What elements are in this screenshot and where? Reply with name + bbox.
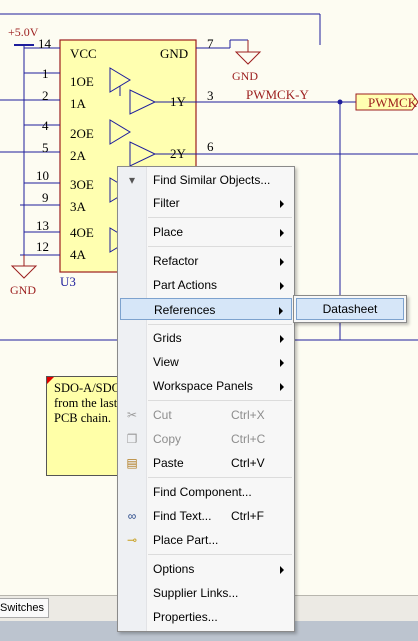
- menu-item-find-component[interactable]: Find Component...: [120, 481, 292, 503]
- menu-item-shortcut: Ctrl+V: [231, 456, 265, 470]
- note-line: PCB chain.: [54, 411, 111, 425]
- menu-item-label: Place: [153, 225, 184, 239]
- menu-separator: [148, 324, 292, 325]
- submenu-arrow-icon: [280, 335, 284, 343]
- submenu-arrow-icon: [280, 359, 284, 367]
- filter-icon: ▾: [128, 173, 136, 187]
- copy-icon: ❐: [126, 432, 138, 446]
- menu-item-label: Find Component...: [153, 485, 252, 499]
- menu-separator: [148, 554, 292, 555]
- menu-separator: [148, 246, 292, 247]
- submenu-arrow-icon: [280, 566, 284, 574]
- context-menu: ▾ Find Similar Objects... Filter Place R…: [117, 166, 295, 632]
- submenu-arrow-icon: [280, 282, 284, 290]
- menu-item-label: Find Text...: [153, 509, 212, 523]
- menu-separator: [148, 217, 292, 218]
- binoculars-icon: ∞: [127, 509, 137, 523]
- menu-item-label: Grids: [153, 331, 182, 345]
- menu-item-cut[interactable]: ✂ Cut Ctrl+X: [120, 404, 292, 426]
- tab-switches[interactable]: Switches: [0, 598, 50, 618]
- menu-item-label: Properties...: [153, 610, 218, 624]
- submenu-arrow-icon: [280, 200, 284, 208]
- submenu-arrow-icon: [279, 307, 283, 315]
- menu-item-label: References: [154, 303, 216, 317]
- menu-item-refactor[interactable]: Refactor: [120, 250, 292, 272]
- menu-item-label: Part Actions: [153, 278, 218, 292]
- references-submenu: Datasheet: [293, 295, 407, 323]
- menu-item-label: Workspace Panels: [153, 379, 253, 393]
- menu-item-shortcut: Ctrl+C: [231, 432, 266, 446]
- menu-item-find-similar-objects[interactable]: ▾ Find Similar Objects...: [120, 169, 292, 191]
- menu-item-label: Cut: [153, 408, 172, 422]
- menu-item-shortcut: Ctrl+X: [231, 408, 265, 422]
- menu-item-shortcut: Ctrl+F: [231, 509, 264, 523]
- menu-item-part-actions[interactable]: Part Actions: [120, 274, 292, 296]
- menu-item-copy[interactable]: ❐ Copy Ctrl+C: [120, 428, 292, 450]
- menu-separator: [148, 400, 292, 401]
- paste-icon: ▤: [126, 456, 138, 470]
- menu-item-view[interactable]: View: [120, 351, 292, 373]
- note-line: SDO-A/SDO: [54, 381, 121, 395]
- menu-separator: [148, 477, 292, 478]
- menu-item-filter[interactable]: Filter: [120, 192, 292, 214]
- menu-item-label: View: [153, 355, 179, 369]
- place-part-icon: ⊸: [126, 533, 138, 547]
- submenu-item-datasheet[interactable]: Datasheet: [296, 298, 404, 320]
- menu-item-workspace-panels[interactable]: Workspace Panels: [120, 375, 292, 397]
- menu-item-place[interactable]: Place: [120, 221, 292, 243]
- menu-item-label: Options: [153, 562, 195, 576]
- menu-item-properties[interactable]: Properties...: [120, 606, 292, 628]
- scissors-icon: ✂: [126, 408, 138, 422]
- menu-icon-gutter: [118, 167, 147, 631]
- menu-item-label: Paste: [153, 456, 184, 470]
- menu-item-label: Supplier Links...: [153, 586, 239, 600]
- menu-item-references[interactable]: References: [120, 298, 292, 320]
- menu-item-supplier-links[interactable]: Supplier Links...: [120, 582, 292, 604]
- menu-item-paste[interactable]: ▤ Paste Ctrl+V: [120, 452, 292, 474]
- menu-item-label: Find Similar Objects...: [153, 173, 271, 187]
- note-line: from the last: [54, 396, 118, 410]
- menu-item-find-text[interactable]: ∞ Find Text... Ctrl+F: [120, 505, 292, 527]
- menu-item-label: Place Part...: [153, 533, 219, 547]
- submenu-arrow-icon: [280, 258, 284, 266]
- submenu-arrow-icon: [280, 229, 284, 237]
- menu-item-options[interactable]: Options: [120, 558, 292, 580]
- menu-item-label: Filter: [153, 196, 180, 210]
- menu-item-grids[interactable]: Grids: [120, 327, 292, 349]
- menu-item-label: Copy: [153, 432, 182, 446]
- menu-item-place-part[interactable]: ⊸ Place Part...: [120, 529, 292, 551]
- note-collapse-marker[interactable]: [47, 377, 54, 384]
- menu-item-label: Refactor: [153, 254, 199, 268]
- note-box[interactable]: SDO-A/SDO from the last PCB chain.: [46, 376, 126, 476]
- submenu-arrow-icon: [280, 383, 284, 391]
